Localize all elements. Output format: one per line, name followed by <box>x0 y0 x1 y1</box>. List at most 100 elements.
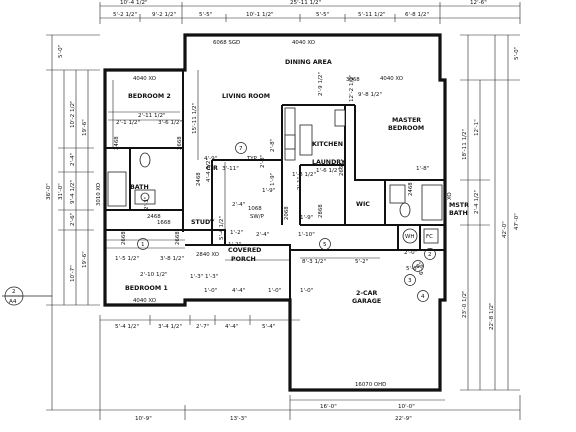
dim-more-3: 2'-1" <box>297 176 303 190</box>
kitchen-wall <box>281 104 355 225</box>
room-porch-line2: PORCH <box>231 256 256 263</box>
dim-int-15: 1'-6 1/2" <box>316 168 340 174</box>
room-bath: BATH <box>130 184 149 191</box>
dim-top2-4: 10'-1 1/2" <box>246 12 274 18</box>
dim-int-22: 3'-8 1/2" <box>160 256 184 262</box>
dim-bottom2-2: 13'-3" <box>230 416 247 422</box>
dim-more-4: 2'-3" <box>144 196 150 210</box>
note-master-window: 4040 XO <box>380 76 403 82</box>
dim-int-19: 5'-2" <box>355 259 369 265</box>
section-sheet: A4 <box>9 299 17 305</box>
dim-int-6: 4'-9" <box>204 156 218 162</box>
shower-master <box>421 184 443 221</box>
note-door-2468-c: 2468 <box>196 172 202 186</box>
dim-left-2: 10'-2 1/2" <box>70 100 76 128</box>
note-garage-door: 16070 OHD <box>355 382 386 388</box>
room-garage-line1: 2-CAR <box>356 290 377 297</box>
dim-left-4: 36'-0" <box>46 183 52 200</box>
dim-int-26: 4'-4" <box>232 288 246 294</box>
room-mstr-bath-line1: MSTR <box>449 202 469 209</box>
dim-bottom3-1: 16'-0" <box>320 404 337 410</box>
dim-top2-2: 9'-2 1/2" <box>152 12 176 18</box>
dim-int-28: 2'-0" <box>404 250 418 256</box>
keynote-4: 4 <box>421 294 425 300</box>
master-wall <box>354 105 445 181</box>
dim-int-33: 5'-8" <box>406 266 420 272</box>
keynote-6: 6 <box>416 264 420 270</box>
dim-left-7: 2'-4" <box>70 152 76 166</box>
dim-top2-5: 5'-5" <box>316 12 330 18</box>
room-labels: BEDROOM 2 BEDROOM 1 LIVING ROOM DINING A… <box>125 59 469 305</box>
range <box>334 109 346 127</box>
room-mstr-bath-line2: BATH <box>449 210 468 217</box>
dim-int-34: 1'-8" <box>416 166 430 172</box>
notes: 6068 SGD 4040 XO 4040 XO 4040 XO 4040 XO… <box>96 40 453 388</box>
note-window-3010: 3010 XO <box>96 183 102 206</box>
room-cir: CIR <box>206 165 218 172</box>
dim-int-11: 2'-8" <box>270 138 276 152</box>
dim-int-1: 12'-2 1/2" <box>349 74 355 102</box>
dim-top-3: 12'-6" <box>470 0 487 6</box>
dim-right-5: 23'-0 1/2" <box>462 290 468 318</box>
keynotes: 7 1 5 2 3 4 6 <box>137 142 436 302</box>
kitchen-sink <box>284 134 296 150</box>
dim-int-23: 1'-2" <box>230 230 244 236</box>
note-door-1068: 1068 <box>248 206 262 212</box>
dim-bottom1-5: 5'-4" <box>262 324 276 330</box>
dim-int-13: 1'-10" <box>298 232 315 238</box>
note-door-2668-a: 2668 <box>177 136 183 150</box>
dim-int-4: 2'-1 1/2" <box>116 120 140 126</box>
dim-left-6: 9'-4 1/2" <box>70 180 76 204</box>
dim-top2-7: 6'-8 1/2" <box>405 12 429 18</box>
note-xo-right: XO <box>447 192 453 200</box>
dim-more-1: 9'-8 1/2" <box>358 92 382 98</box>
wic-wall <box>344 180 386 226</box>
note-door-2668-c: 2668 <box>339 162 345 176</box>
room-kitchen: KITCHEN <box>312 141 343 148</box>
dim-right-6: 47'-0" <box>514 213 520 230</box>
note-fc: FC <box>426 234 433 240</box>
dim-int-31: 1'-2" <box>228 242 242 248</box>
dim-bottom2-3: 22'-9" <box>395 416 412 422</box>
dim-bottom1-3: 2'-7" <box>196 324 210 330</box>
keynote-5: 5 <box>323 242 327 248</box>
dim-int-8: 5'-4 1/2" <box>219 216 225 240</box>
bath-wall <box>105 148 183 211</box>
dim-int-20: 2'-10 1/2" <box>140 272 168 278</box>
dim-more-5: 1'-3" <box>190 274 204 280</box>
dim-right-8: 22'-8 1/2" <box>489 302 495 330</box>
dim-int-27: 1'-0" <box>268 288 282 294</box>
exterior-wall-outline <box>103 33 447 392</box>
room-porch-line1: COVERED <box>228 247 261 254</box>
dim-bottom1-4: 4'-4" <box>225 324 239 330</box>
section-marker: 2 A4 <box>2 286 52 306</box>
keynote-3: 3 <box>408 278 412 284</box>
dim-int-25: 1'-0" <box>204 288 218 294</box>
note-bed1-window: 4040 XO <box>133 298 156 304</box>
dim-right-2: 12'-1" <box>474 119 480 136</box>
furnace-fixture <box>423 228 439 244</box>
note-door-3068: 3068 <box>346 77 360 83</box>
interior-walls <box>105 70 445 250</box>
utility-wall <box>397 225 421 250</box>
fixtures <box>107 107 443 244</box>
dim-left-8: 2'-6" <box>70 212 76 226</box>
section-num: 2 <box>12 289 16 295</box>
room-laundry: LAUNDRY <box>312 159 346 166</box>
dim-top2-3: 5'-5" <box>199 12 213 18</box>
dim-int-12: 2'-4" <box>256 232 270 238</box>
kitchen-counter <box>284 107 296 161</box>
room-dining: DINING AREA <box>285 59 332 66</box>
dim-int-7: 3'-11" <box>222 166 239 172</box>
dim-right-1: 5'-0" <box>514 46 520 60</box>
room-garage-line2: GARAGE <box>352 298 381 305</box>
dim-left-5: 31'-0" <box>58 183 64 200</box>
note-door-2468-d: 2468 <box>408 182 414 196</box>
dim-top2-1: 5'-2 1/2" <box>113 12 137 18</box>
note-door-2868: 2868 <box>318 204 324 218</box>
sink-hall-bath <box>140 192 150 202</box>
dim-bottom3-2: 10'-0" <box>398 404 415 410</box>
note-door-1068-sub: SW/P <box>250 214 265 220</box>
dim-bottom1-2: 3'-4 1/2" <box>158 324 182 330</box>
